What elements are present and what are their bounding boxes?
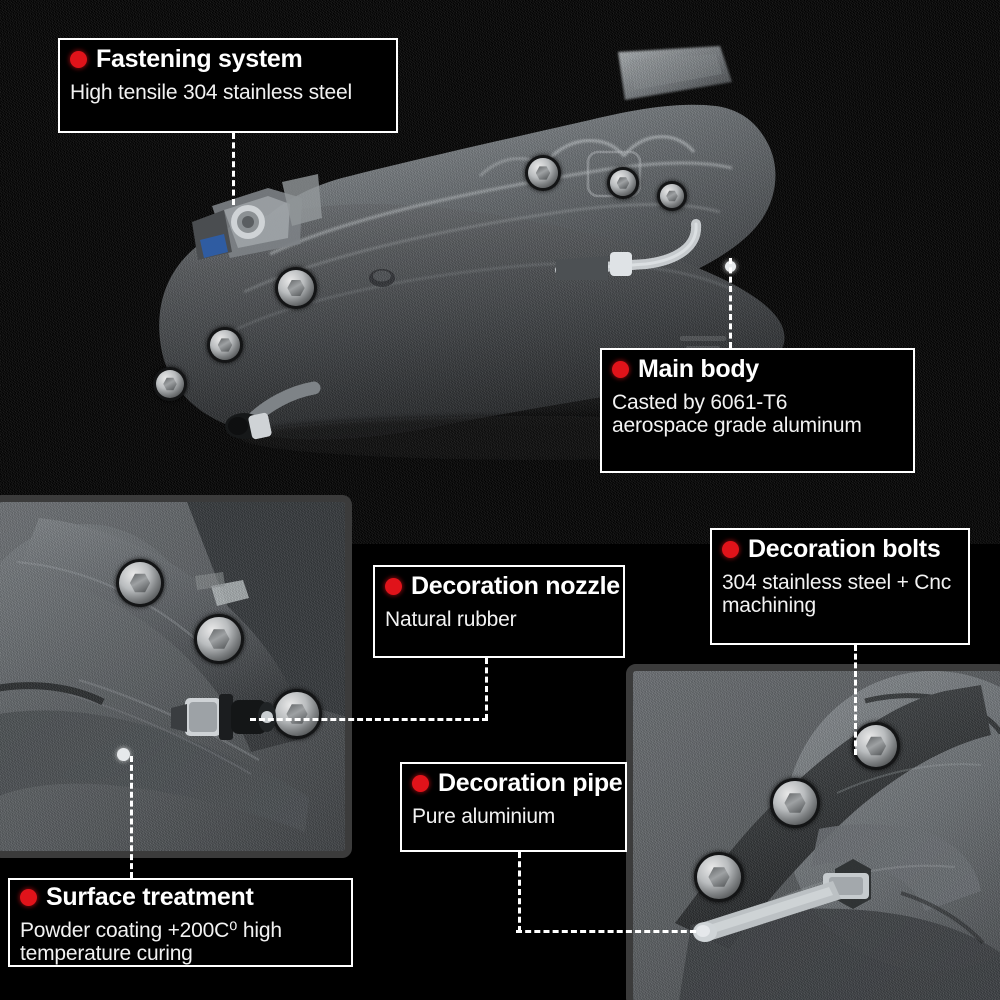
connector-decoration-nozzle-horizontal bbox=[250, 718, 488, 721]
callout-subtitle-line1: Casted by 6061-T6 bbox=[612, 390, 788, 414]
callout-title-row: Fastening system bbox=[70, 45, 386, 74]
bullet-dot-icon bbox=[70, 51, 87, 69]
callout-title: Decoration nozzle bbox=[411, 572, 620, 600]
callout-title: Decoration bolts bbox=[748, 535, 941, 563]
callout-decoration-nozzle: Decoration nozzle Natural rubber bbox=[373, 565, 625, 658]
callout-subtitle-line1: 304 stainless steel + Cnc bbox=[722, 570, 952, 594]
hero-bolt-3 bbox=[156, 370, 184, 398]
callout-title-row: Decoration bolts bbox=[722, 535, 958, 564]
callout-surface-treatment: Surface treatment Powder coating +200C⁰ … bbox=[8, 878, 353, 967]
callout-title: Decoration pipe bbox=[438, 769, 623, 797]
bullet-dot-icon bbox=[412, 775, 429, 793]
callout-title-row: Surface treatment bbox=[20, 883, 341, 912]
callout-title: Fastening system bbox=[96, 45, 303, 73]
callout-decoration-bolts: Decoration bolts 304 stainless steel + C… bbox=[710, 528, 970, 645]
left-panel-bolt-2 bbox=[197, 617, 241, 661]
callout-subtitle-line1: Powder coating +200C⁰ high bbox=[20, 918, 282, 942]
bullet-dot-icon bbox=[722, 541, 739, 559]
connector-decoration-pipe-horizontal bbox=[516, 930, 696, 933]
callout-title: Main body bbox=[638, 355, 759, 383]
connector-main-body bbox=[729, 258, 732, 348]
callout-title-row: Main body bbox=[612, 355, 903, 384]
right-panel-bolt-2 bbox=[773, 781, 817, 825]
callout-decoration-pipe: Decoration pipe Pure aluminium bbox=[400, 762, 627, 852]
connector-fastening-system bbox=[232, 133, 235, 205]
connector-decoration-pipe-vertical bbox=[518, 852, 521, 932]
right-panel-bolt-1 bbox=[855, 725, 897, 767]
bullet-dot-icon bbox=[612, 361, 629, 379]
callout-subtitle: High tensile 304 stainless steel bbox=[70, 80, 352, 104]
callout-main-body: Main body Casted by 6061-T6 aerospace gr… bbox=[600, 348, 915, 473]
connector-decoration-bolts bbox=[854, 645, 857, 755]
detail-photo-left bbox=[0, 495, 352, 858]
callout-title-row: Decoration nozzle bbox=[385, 572, 620, 601]
bullet-dot-icon bbox=[385, 578, 402, 596]
callout-title: Surface treatment bbox=[46, 883, 254, 911]
left-panel-bolt-3 bbox=[275, 692, 319, 736]
hero-bolt-1 bbox=[278, 270, 314, 306]
connector-surface-treatment bbox=[130, 756, 133, 878]
connector-decoration-nozzle-vertical bbox=[485, 658, 488, 720]
callout-title-row: Decoration pipe bbox=[412, 769, 623, 798]
callout-subtitle-line2: temperature curing bbox=[20, 942, 193, 966]
callout-subtitle-line2: aerospace grade aluminum bbox=[612, 414, 862, 438]
hero-bolt-6 bbox=[660, 184, 684, 208]
callout-subtitle: Natural rubber bbox=[385, 607, 517, 631]
hero-bolt-4 bbox=[528, 158, 558, 188]
surface-treatment-anchor-dot bbox=[117, 748, 130, 761]
callout-fastening-system: Fastening system High tensile 304 stainl… bbox=[58, 38, 398, 133]
callout-subtitle: Pure aluminium bbox=[412, 804, 556, 828]
callout-subtitle-line2: machining bbox=[722, 594, 816, 618]
detail-photo-right bbox=[626, 664, 1000, 1000]
bullet-dot-icon bbox=[20, 889, 37, 907]
left-panel-bolt-1 bbox=[119, 562, 161, 604]
hero-bolt-2 bbox=[210, 330, 240, 360]
hero-bolt-5 bbox=[610, 170, 636, 196]
right-panel-bolt-3 bbox=[697, 855, 741, 899]
